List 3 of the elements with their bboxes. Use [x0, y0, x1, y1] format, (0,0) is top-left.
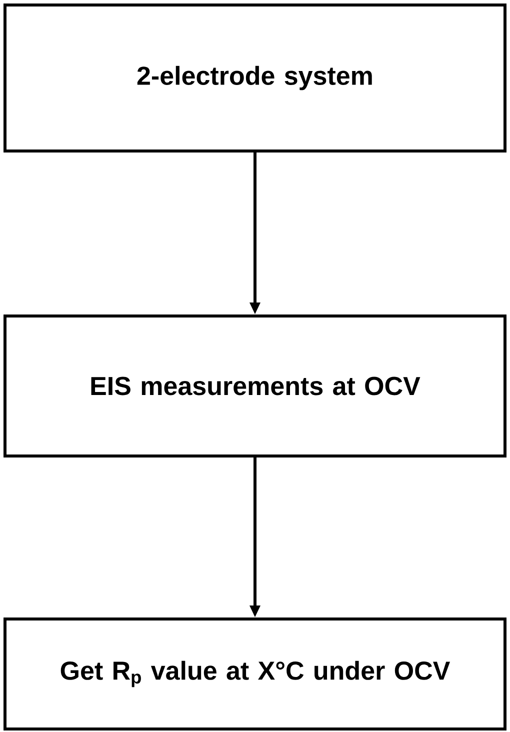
process-box: EIS measurements at OCV	[4, 314, 506, 458]
process-box: 2-electrode system	[4, 4, 506, 152]
process-box: Get R$_{p}$ value at X°C under OCV	[4, 618, 506, 730]
